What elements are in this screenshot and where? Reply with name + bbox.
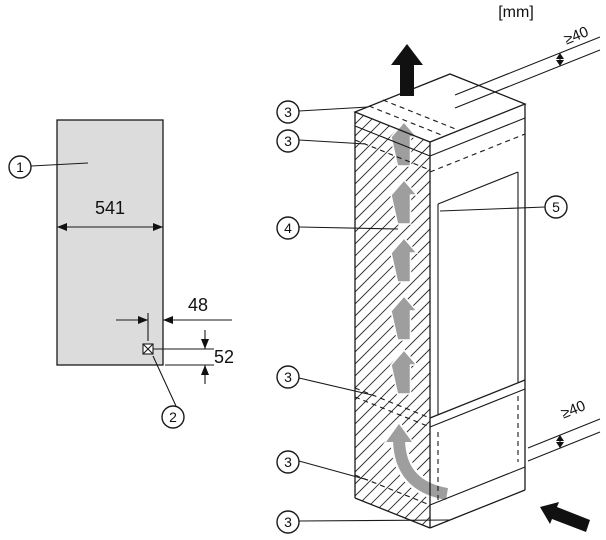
dim-52-label: 52 [214,347,234,367]
airflow-arrow-icon [390,348,419,395]
callout-5 [544,195,568,219]
exhaust-arrow-icon [391,44,423,96]
airflow-curve-shaft [393,439,449,500]
min-gap-mid-label: ≥40 [559,397,588,422]
shelf-front-edge [429,379,526,419]
callout-2-label: 2 [169,409,177,425]
callout-1 [8,155,32,179]
airflow-arrow-icon [390,294,419,341]
callout-3-lower-duct [276,450,300,474]
niche-isometric-view: ≥40 ≥40 [353,23,601,532]
door-panel-view: 541 48 52 [56,119,234,384]
duct-hatching [354,115,431,526]
callout-4-label: 4 [284,220,292,236]
dim-arrow-right [153,223,163,231]
airflow-curved-arrow [382,420,449,503]
door-panel [56,119,164,366]
callouts: 1 2 3 3 4 5 3 3 3 [8,100,568,534]
min-gap-mid-annotation: ≥40 [527,397,601,462]
hinge-mark [142,343,214,366]
top-vent-slot-hidden-edge [368,105,445,137]
interior-top-edge [437,171,519,205]
callout-3-top-gap [276,100,300,124]
dimension-hinge-y: 52 [201,330,234,384]
callout-3-label: 3 [284,104,292,120]
airflow-arrow-icon [390,236,419,283]
dim-arrow-48-right [163,316,173,324]
dimension-door-width: 541 [57,198,163,231]
callout-3-label: 3 [284,369,292,385]
min-gap-top-annotation: ≥40 [454,23,601,109]
top-vent-slot-hidden-edge [382,99,459,131]
airflow-arrows [390,120,419,395]
dim-arrow-left [57,223,67,231]
niche-interior [429,171,526,506]
airflow-curve-head [386,424,412,442]
shelf-lower-edge [429,388,526,428]
airflow-arrow-icon [390,178,419,225]
callout-3-shelf [276,365,300,389]
callout-3-label: 3 [284,133,292,149]
callout-5-label: 5 [552,199,560,215]
callout-4 [276,216,300,240]
callout-3-label: 3 [284,514,292,530]
callout-3-top-panel [276,129,300,153]
niche-outline [354,104,526,529]
dimension-hinge-x: 48 [116,295,232,341]
min-gap-top-label: ≥40 [562,23,591,48]
plinth-top-edge [429,466,526,506]
callout-1-label: 1 [16,159,24,175]
unit-label: [mm] [498,4,534,21]
dim-arrow-52-bottom [201,365,209,375]
dim-arrow-52-top [201,339,209,349]
dim-48-label: 48 [188,295,208,315]
dim-arrow-48-left [138,316,148,324]
callout-2 [161,405,185,429]
callout-3-label: 3 [284,454,292,470]
dim-541-label: 541 [95,198,125,218]
callout-3-plinth [276,510,300,534]
intake-arrow-icon [540,502,590,532]
